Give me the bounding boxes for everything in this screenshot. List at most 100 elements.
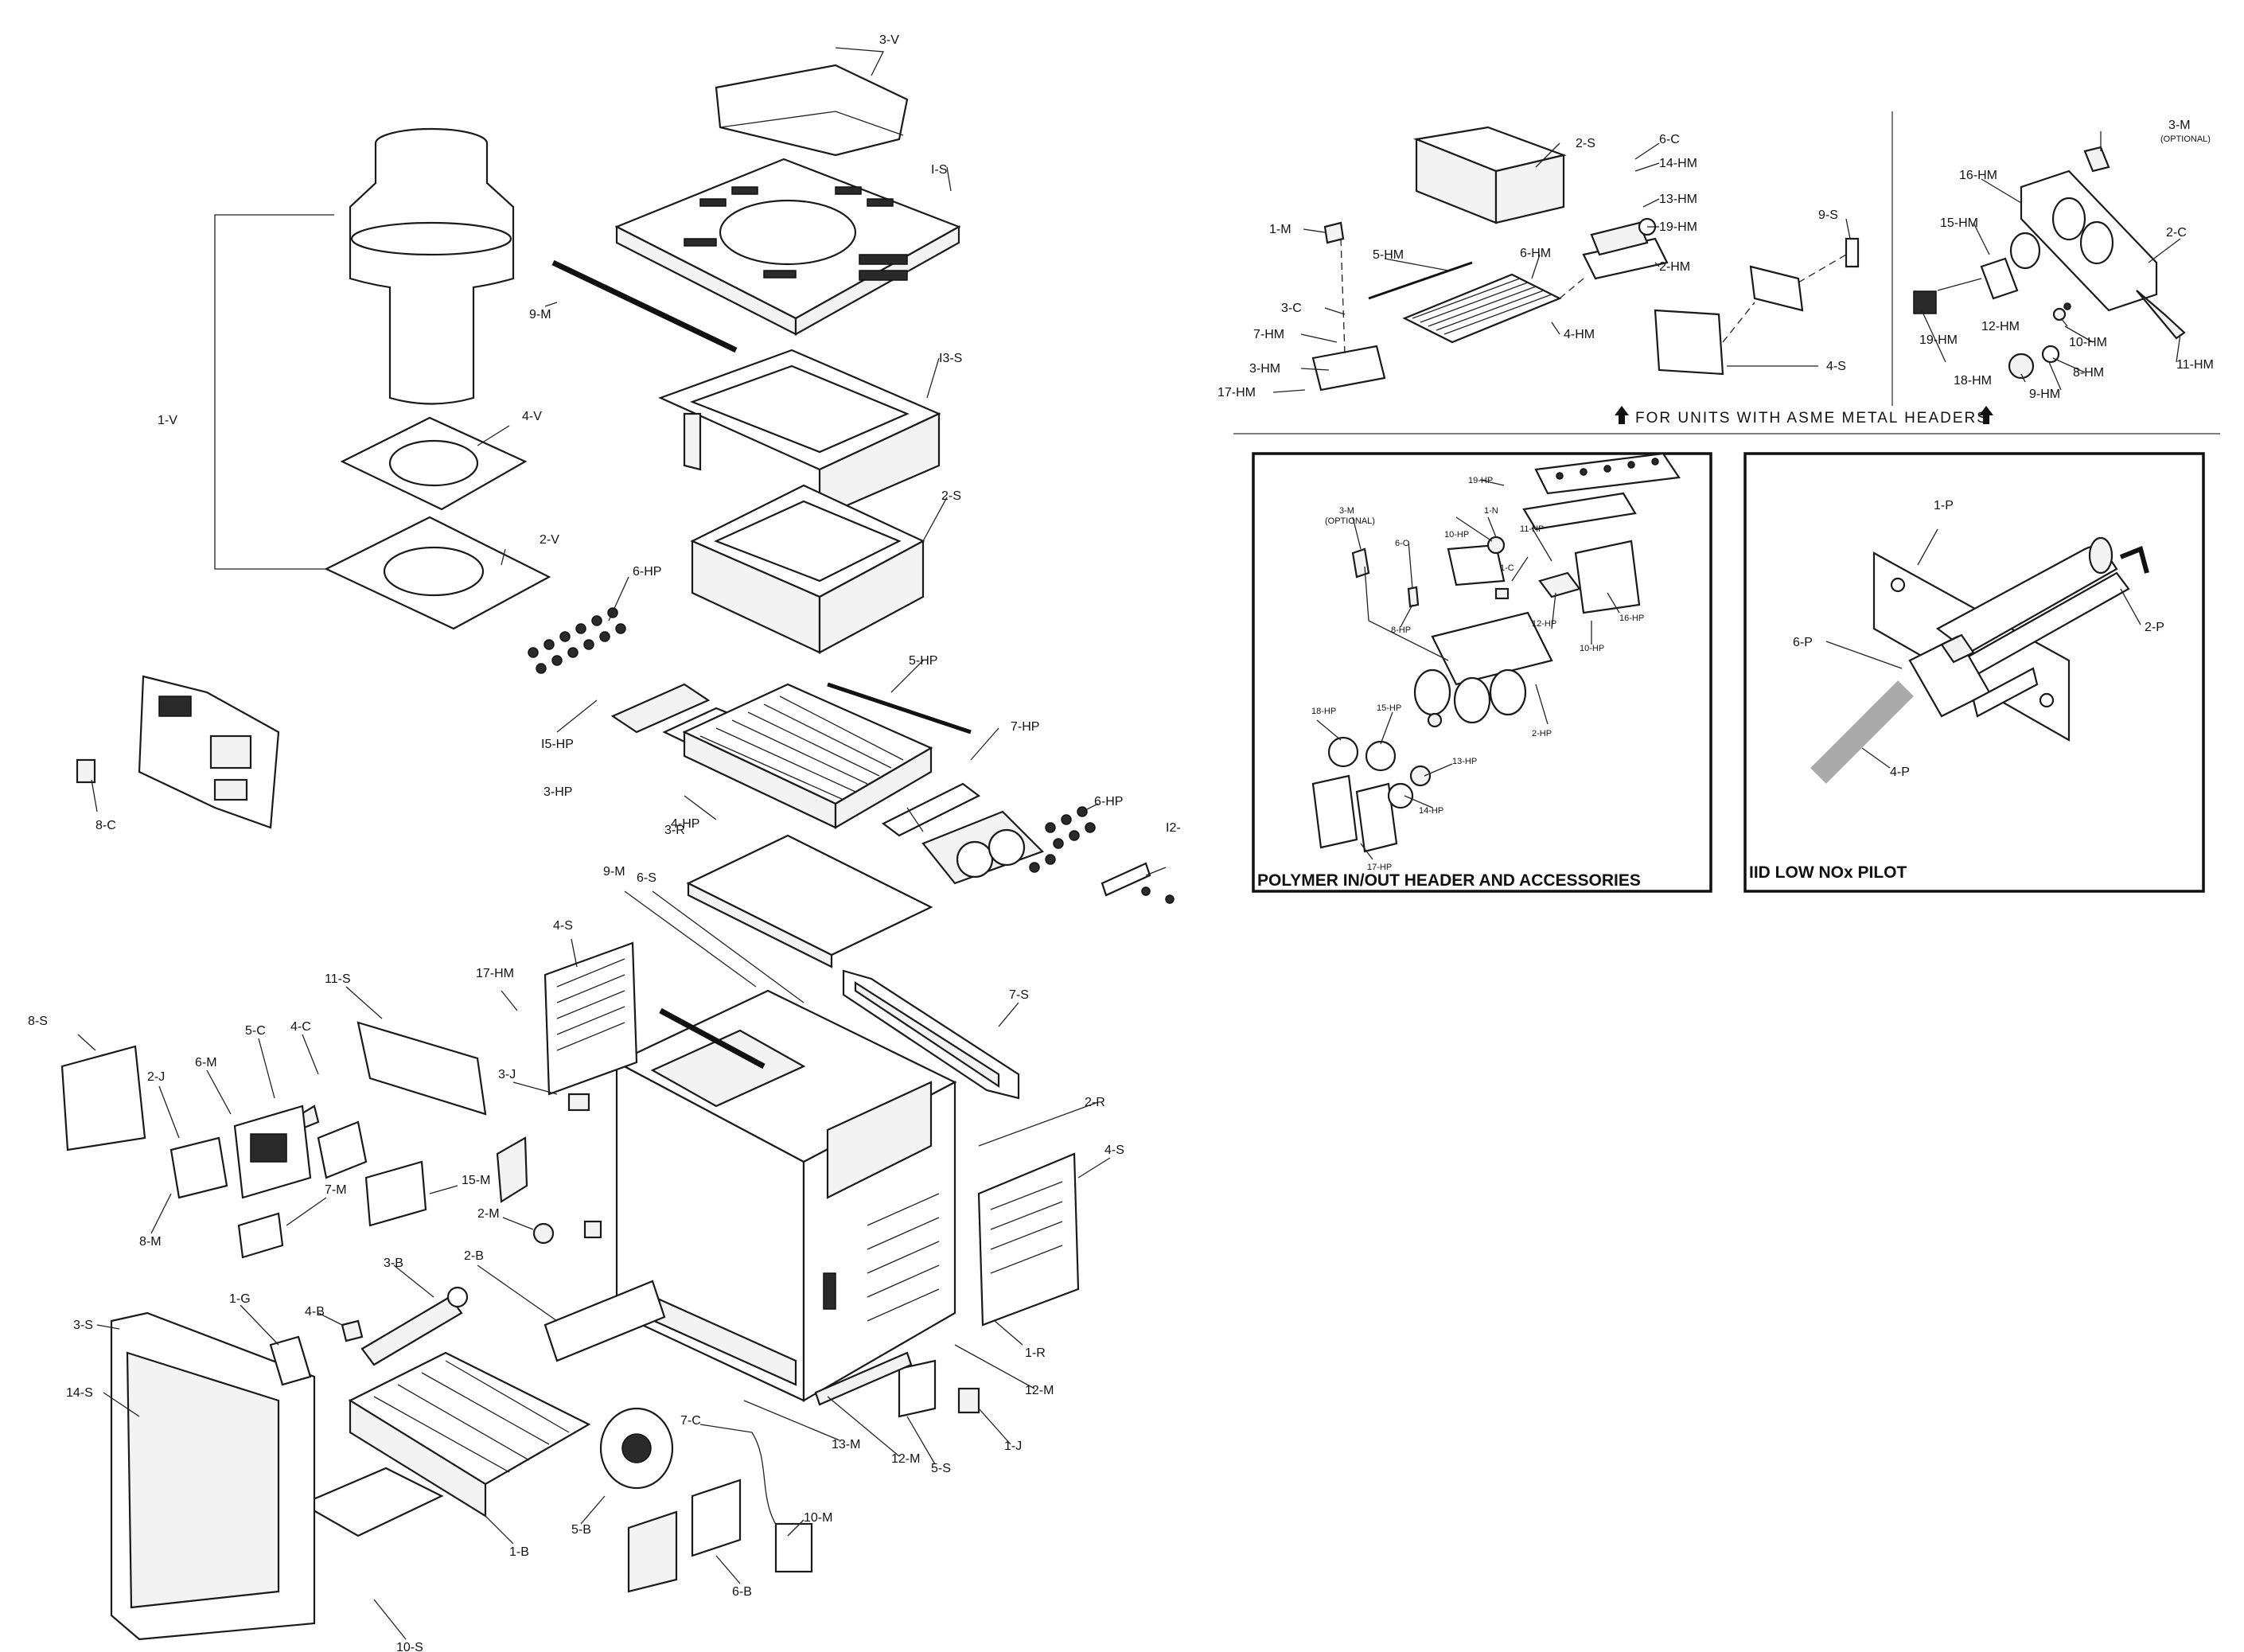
label-3-v: 3-V xyxy=(879,33,899,47)
rod-9m-lower xyxy=(659,1007,766,1070)
manifold-part xyxy=(360,1286,469,1366)
label-6-m: 6-M xyxy=(195,1056,217,1070)
side-panel-4s-right xyxy=(977,1152,1080,1327)
header-gaskets-part xyxy=(528,607,738,743)
fuse-part xyxy=(76,758,96,784)
label-13-hm: 13-HM xyxy=(1659,193,1697,206)
label-3-b: 3-B xyxy=(384,1257,403,1270)
label-2-c: 2-C xyxy=(2166,226,2187,240)
label-1-c-poly: 1-C xyxy=(1500,563,1514,573)
label-4-p: 4-P xyxy=(1890,766,1910,779)
label-4-v: 4-V xyxy=(522,410,542,423)
label-14-s: 14-S xyxy=(66,1386,93,1400)
label-1-p: 1-P xyxy=(1934,499,1954,512)
flue-collector-part xyxy=(690,484,925,654)
blower-part xyxy=(599,1407,674,1490)
label-14-hm: 14-HM xyxy=(1659,157,1697,170)
label-7-hm: 7-HM xyxy=(1253,328,1284,341)
label-11-s: 11-S xyxy=(325,972,351,986)
air-duct-6b xyxy=(691,1479,742,1557)
label-7-s: 7-S xyxy=(1009,988,1029,1002)
label-19-hm: 19-HM xyxy=(1659,220,1697,234)
label-13-hp: 13-HP xyxy=(1452,757,1477,766)
label-7-m: 7-M xyxy=(325,1183,347,1197)
label-9-s: 9-S xyxy=(1818,208,1838,222)
control-parts xyxy=(60,1021,602,1259)
top-panel-part xyxy=(614,158,961,336)
label-19-hm-b: 19-HM xyxy=(1919,333,1958,347)
label-2-b: 2-B xyxy=(464,1249,484,1263)
gas-valve-part xyxy=(269,1319,364,1386)
label-3-m-poly: 3-M xyxy=(1339,506,1354,516)
label-1-r: 1-R xyxy=(1025,1346,1046,1360)
label-2-r: 2-R xyxy=(1085,1096,1105,1109)
label-6-c: 6-C xyxy=(1659,133,1680,146)
label-10-hm: 10-HM xyxy=(2069,336,2107,349)
label-2-s-right: 2-S xyxy=(1576,137,1595,150)
label-13-s: I3-S xyxy=(939,352,962,365)
label-12-hm: 12-HM xyxy=(1981,320,2020,333)
outlet-header-part xyxy=(921,806,1096,885)
label-3-hp: 3-HP xyxy=(543,785,572,799)
label-6-hp: 6-HP xyxy=(633,565,661,579)
label-6-hp-b: 6-HP xyxy=(1094,795,1123,808)
label-5-c: 5-C xyxy=(245,1024,266,1038)
vent-plate-4v xyxy=(340,416,528,511)
label-14-hp: 14-HP xyxy=(1419,806,1443,816)
label-11-hp: 11-HP xyxy=(1520,524,1544,534)
side-panel-4s xyxy=(543,941,638,1096)
label-11-hm: 11-HM xyxy=(2176,358,2214,372)
label-4-hp: 4-HP xyxy=(671,817,699,831)
asme-note: FOR UNITS WITH ASME METAL HEADERS xyxy=(1635,410,1989,427)
label-17-hm-b: 17-HM xyxy=(1217,386,1256,399)
metal-header-parts xyxy=(1311,217,1860,392)
front-door-3s xyxy=(110,1311,316,1641)
label-16-hm: 16-HM xyxy=(1959,169,1997,182)
label-10-hp-b: 10-HP xyxy=(1580,644,1604,653)
flame-sensor-5b xyxy=(627,1510,678,1593)
shield-5s xyxy=(898,1359,937,1418)
label-1-m: 1-M xyxy=(1269,223,1291,236)
polymer-box-title: POLYMER IN/OUT HEADER AND ACCESSORIES xyxy=(1257,871,1641,890)
label-5-hp: 5-HP xyxy=(909,654,937,668)
label-16-hp: 16-HP xyxy=(1619,614,1644,623)
up-arrow-icon xyxy=(1979,406,1993,424)
label-8-s: 8-S xyxy=(28,1015,48,1028)
label-1-b: 1-B xyxy=(509,1545,529,1559)
label-12-m-b: 12-M xyxy=(891,1452,920,1466)
label-2-hp: 2-HP xyxy=(1532,729,1552,738)
label-4-hm: 4-HM xyxy=(1564,328,1595,341)
top-cap-part xyxy=(715,64,909,157)
label-2-v: 2-V xyxy=(540,533,559,547)
label-3-hm: 3-HM xyxy=(1249,362,1280,376)
label-3-m: 3-M xyxy=(2168,119,2191,132)
bracket-i2-part xyxy=(1101,862,1175,904)
label-9-m: 9-M xyxy=(529,308,551,321)
label-18-hp: 18-HP xyxy=(1311,707,1336,716)
label-10-m: 10-M xyxy=(804,1511,832,1525)
label-5-b: 5-B xyxy=(571,1523,591,1537)
label-4-s: 4-S xyxy=(553,919,573,933)
label-optional-poly: (OPTIONAL) xyxy=(1325,516,1375,526)
upper-frame-part xyxy=(658,349,941,519)
label-15-hp-poly: 15-HP xyxy=(1377,703,1401,713)
pilot-box-title: IID LOW NOx PILOT xyxy=(1749,863,1907,882)
bracket-12m xyxy=(814,1351,913,1406)
label-10-s: 10-S xyxy=(396,1641,423,1652)
label-optional: (OPTIONAL) xyxy=(2160,134,2211,144)
label-15-hp: I5-HP xyxy=(541,738,574,751)
heat-exchanger-part xyxy=(682,682,981,837)
label-4-s-b: 4-S xyxy=(1104,1144,1124,1157)
pilot-box xyxy=(1743,452,2205,893)
burner-plate-2b xyxy=(543,1280,666,1362)
label-6-p: 6-P xyxy=(1793,636,1813,649)
burner-tray-10s xyxy=(300,1467,444,1537)
label-5-hm: 5-HM xyxy=(1373,248,1404,262)
label-9-m-b: 9-M xyxy=(603,865,625,879)
label-4-b: 4-B xyxy=(305,1305,325,1319)
label-12-hp: 12-HP xyxy=(1532,619,1556,629)
cabinet-frame-part xyxy=(614,989,957,1402)
igniter-10m xyxy=(774,1522,813,1573)
label-12-m: 12-M xyxy=(1025,1384,1054,1397)
metal-header-detail xyxy=(1913,131,2186,391)
